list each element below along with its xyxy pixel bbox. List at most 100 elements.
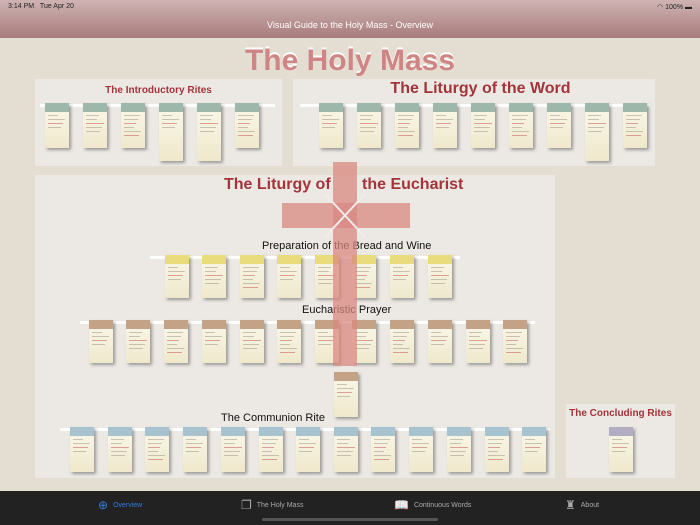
step-card[interactable] (585, 103, 609, 161)
step-card[interactable] (319, 103, 343, 148)
card-text-line (550, 115, 560, 116)
step-card[interactable] (471, 103, 495, 148)
card-text-line (360, 115, 373, 116)
step-card[interactable] (395, 103, 419, 148)
step-card[interactable] (70, 427, 94, 472)
card-text-line (129, 336, 140, 337)
card-text-line (412, 447, 427, 448)
step-card[interactable] (164, 320, 188, 363)
card-text-line (167, 344, 177, 345)
card-text-line (506, 352, 521, 353)
step-card[interactable] (315, 320, 339, 363)
card-text-line (318, 279, 334, 280)
card-text-line (360, 123, 378, 124)
card-text-line (393, 332, 409, 333)
home-indicator[interactable] (262, 518, 438, 521)
step-card[interactable] (428, 255, 452, 298)
step-card[interactable] (165, 255, 189, 298)
step-card[interactable] (202, 320, 226, 363)
card-text-line (243, 271, 257, 272)
step-card[interactable] (485, 427, 509, 472)
card-header (585, 103, 609, 112)
card-header (89, 320, 113, 329)
step-card[interactable] (390, 320, 414, 363)
timeline-rail (40, 104, 275, 107)
step-card[interactable] (235, 103, 259, 148)
card-text-line (238, 119, 252, 120)
card-text-line (92, 336, 109, 337)
step-card[interactable] (352, 255, 376, 298)
card-text-line (550, 119, 567, 120)
step-card[interactable] (390, 255, 414, 298)
card-text-line (205, 283, 219, 284)
card-text-line (626, 131, 643, 132)
section-title-concluding: The Concluding Rites (569, 408, 672, 419)
card-text-line (588, 131, 602, 132)
step-card[interactable] (126, 320, 150, 363)
card-header (202, 255, 226, 264)
subsection-preparation: Preparation of the Bread and Wine (262, 240, 432, 252)
step-card[interactable] (159, 103, 183, 161)
tab-the-holy-mass[interactable]: ❐The Holy Mass (241, 498, 303, 512)
tab-about[interactable]: ♜About (565, 498, 599, 512)
card-text-line (355, 275, 367, 276)
card-header (390, 255, 414, 264)
card-text-line (398, 131, 415, 132)
step-card[interactable] (334, 372, 358, 417)
step-card[interactable] (259, 427, 283, 472)
step-card[interactable] (334, 427, 358, 472)
card-text-line (124, 119, 138, 120)
card-header (371, 427, 395, 436)
nav-title: Visual Guide to the Holy Mass - Overview (267, 20, 433, 30)
step-card[interactable] (45, 103, 69, 148)
step-card[interactable] (447, 427, 471, 472)
card-text-line (474, 119, 485, 120)
tab-overview[interactable]: ⊕Overview (98, 498, 142, 512)
step-card[interactable] (277, 255, 301, 298)
card-text-line (337, 396, 350, 397)
step-card[interactable] (121, 103, 145, 148)
step-card[interactable] (433, 103, 457, 148)
step-card[interactable] (108, 427, 132, 472)
step-card[interactable] (547, 103, 571, 148)
tab-continuous-words[interactable]: 📖Continuous Words (394, 498, 471, 512)
card-text-line (86, 119, 97, 120)
step-card[interactable] (221, 427, 245, 472)
step-card[interactable] (240, 255, 264, 298)
step-card[interactable] (145, 427, 169, 472)
card-text-line (506, 336, 520, 337)
card-text-line (124, 135, 139, 136)
step-card[interactable] (623, 103, 647, 148)
step-card[interactable] (509, 103, 533, 148)
card-text-line (474, 123, 492, 124)
step-card[interactable] (352, 320, 376, 363)
step-card[interactable] (277, 320, 301, 363)
step-card[interactable] (89, 320, 113, 363)
step-card[interactable] (409, 427, 433, 472)
step-card[interactable] (609, 427, 633, 472)
card-text-line (224, 443, 235, 444)
card-text-line (355, 336, 366, 337)
card-text-line (148, 459, 163, 460)
card-text-line (337, 443, 348, 444)
step-card[interactable] (240, 320, 264, 363)
card-text-line (148, 451, 158, 452)
step-card[interactable] (428, 320, 452, 363)
step-card[interactable] (296, 427, 320, 472)
card-text-line (436, 119, 453, 120)
step-card[interactable] (83, 103, 107, 148)
card-text-line (280, 336, 294, 337)
step-card[interactable] (522, 427, 546, 472)
card-text-line (92, 332, 102, 333)
chalice-icon: ♜ (565, 498, 576, 512)
step-card[interactable] (315, 255, 339, 298)
step-card[interactable] (183, 427, 207, 472)
card-text-line (374, 451, 384, 452)
step-card[interactable] (202, 255, 226, 298)
step-card[interactable] (197, 103, 221, 161)
card-header (259, 427, 283, 436)
step-card[interactable] (503, 320, 527, 363)
step-card[interactable] (371, 427, 395, 472)
step-card[interactable] (466, 320, 490, 363)
step-card[interactable] (357, 103, 381, 148)
